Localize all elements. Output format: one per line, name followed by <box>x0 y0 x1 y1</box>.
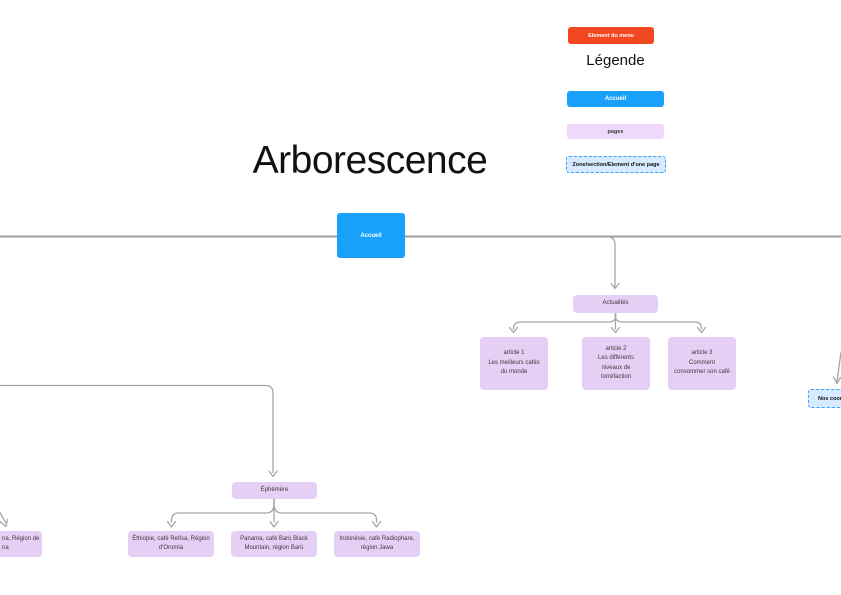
node-label: Accueil <box>360 232 382 239</box>
node-label: Actualités <box>602 300 629 307</box>
node-accueil[interactable]: Accueil <box>337 213 405 258</box>
node-article-3[interactable]: article 3 Comment consommer son café <box>668 337 736 390</box>
legend-item-label: Element du menu <box>588 32 634 39</box>
legend-item-menu-element[interactable]: Element du menu <box>568 27 654 44</box>
legend-title: Légende <box>586 52 645 69</box>
legend-item-pages[interactable]: pages <box>567 124 664 139</box>
node-article-1[interactable]: article 1 Les meilleurs cafés du monde <box>480 337 548 390</box>
node-panama[interactable]: Panama, café Barú Black Mountain, région… <box>231 531 317 557</box>
node-ethiopie[interactable]: Éthiopie, café Refisa, Région d'Oromia <box>128 531 214 557</box>
node-article-2[interactable]: article 2 Les différents niveaux de torr… <box>582 337 650 390</box>
legend-item-label: Accueil <box>604 96 627 102</box>
node-label: Nos coor <box>818 395 841 402</box>
node-label: na, Région de na <box>2 535 40 552</box>
node-actualites[interactable]: Actualités <box>573 295 658 313</box>
node-label: Panama, café Barú Black Mountain, région… <box>240 536 308 551</box>
node-indonesie[interactable]: Indonésie, café Radiophare, région Jawa <box>334 531 420 557</box>
legend-item-zone[interactable]: Zone/section/Element d'une page <box>566 156 666 173</box>
node-label: Indonésie, café Radiophare, région Jawa <box>339 536 415 551</box>
node-nos-coordonnees[interactable]: Nos coor <box>808 389 841 408</box>
node-partial-left[interactable]: na, Région de na <box>0 531 42 557</box>
legend-item-label: pages <box>607 128 624 135</box>
legend-item-accueil[interactable]: Accueil <box>567 91 664 107</box>
node-ephemere[interactable]: Éphémère <box>232 482 317 499</box>
legend-item-label: Zone/section/Element d'une page <box>572 161 660 168</box>
node-label: article 2 Les différents niveaux de torr… <box>598 345 634 381</box>
node-label: Éphémère <box>260 486 289 493</box>
node-label: Éthiopie, café Refisa, Région d'Oromia <box>132 536 210 551</box>
node-label: article 3 Comment consommer son café <box>674 350 730 376</box>
node-label: article 1 Les meilleurs cafés du monde <box>488 350 540 376</box>
page-title: Arborescence <box>252 139 488 182</box>
